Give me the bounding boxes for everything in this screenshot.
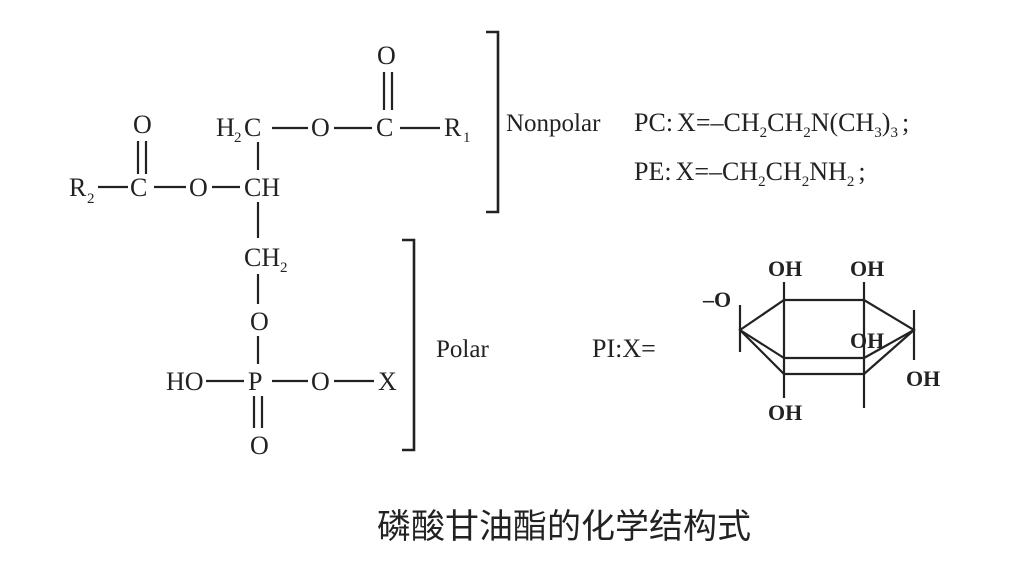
h2c-c: C bbox=[244, 113, 261, 142]
pi-o-attach: –O bbox=[702, 287, 731, 312]
pe-sub-1: 2 bbox=[758, 174, 766, 190]
polar-bracket bbox=[402, 238, 416, 452]
ring-inner-right bbox=[863, 329, 915, 359]
inositol-ring-outline bbox=[738, 298, 916, 376]
r1-group: R bbox=[444, 113, 462, 142]
phosphate-oxygen: O bbox=[311, 367, 330, 396]
pc-mid-3: ) bbox=[882, 108, 891, 137]
pe-sub-2: 2 bbox=[802, 174, 810, 190]
pc-prefix: PC bbox=[634, 108, 666, 137]
pi-oh-middle: OH bbox=[850, 328, 884, 353]
pi-oh-top-right: OH bbox=[850, 256, 884, 281]
pc-x-eq: X=–CH bbox=[677, 108, 760, 137]
pc-colon: : bbox=[666, 108, 673, 137]
r2-group: R bbox=[69, 173, 87, 202]
carbonyl-oxygen-left: O bbox=[133, 110, 152, 139]
pe-formula: PE:X=–CH2CH2NH2; bbox=[634, 157, 866, 190]
pe-prefix: PE bbox=[634, 157, 664, 186]
x-group: X bbox=[378, 367, 397, 396]
pe-x-eq: X=–CH bbox=[676, 157, 759, 186]
pi-oh-bottom: OH bbox=[768, 400, 802, 425]
ch2-group: CH bbox=[244, 243, 280, 272]
phosphoryl-oxygen: O bbox=[250, 431, 269, 460]
inositol-ring bbox=[738, 282, 916, 408]
pc-sub-3: 3 bbox=[874, 125, 882, 141]
ester-carbon-2: C bbox=[130, 173, 147, 202]
pc-sub-2: 2 bbox=[803, 125, 811, 141]
figure-caption: 磷酸甘油酯的化学结构式 bbox=[377, 507, 751, 547]
pc-formula: PC:X=–CH2CH2N(CH3)3; bbox=[634, 108, 909, 141]
ch2-subscript: 2 bbox=[280, 260, 288, 276]
pc-mid-1: CH bbox=[767, 108, 803, 137]
pe-mid-2: NH bbox=[809, 157, 847, 186]
nonpolar-bracket bbox=[486, 30, 500, 214]
nonpolar-label: Nonpolar bbox=[506, 110, 601, 137]
pi-oh-top-left: OH bbox=[768, 256, 802, 281]
polar-label: Polar bbox=[436, 336, 489, 363]
pc-end: ; bbox=[902, 108, 909, 137]
r2-subscript: 2 bbox=[87, 191, 95, 207]
pc-sub-1: 2 bbox=[760, 125, 768, 141]
h2c-subscript: 2 bbox=[234, 130, 242, 146]
pe-colon: : bbox=[664, 157, 671, 186]
r1-subscript: 1 bbox=[463, 130, 471, 146]
pc-sub-4: 3 bbox=[890, 125, 898, 141]
ester-oxygen-1: O bbox=[311, 113, 330, 142]
ester-carbon-1: C bbox=[376, 113, 393, 142]
hydroxyl-ho: HO bbox=[166, 367, 204, 396]
pe-sub-3: 2 bbox=[847, 174, 855, 190]
phosphorus: P bbox=[248, 367, 262, 396]
linking-oxygen: O bbox=[250, 307, 269, 336]
ch-group: CH bbox=[244, 173, 280, 202]
pe-end: ; bbox=[858, 157, 865, 186]
pi-oh-right: OH bbox=[906, 366, 940, 391]
carbonyl-oxygen-top: O bbox=[377, 41, 396, 70]
ester-oxygen-2: O bbox=[189, 173, 208, 202]
pi-label: PI:X= bbox=[592, 334, 656, 363]
h2c-h: H bbox=[216, 113, 235, 142]
ring-inner-left bbox=[739, 329, 785, 359]
pe-mid-1: CH bbox=[766, 157, 802, 186]
pc-mid-2: N(CH bbox=[811, 108, 875, 137]
